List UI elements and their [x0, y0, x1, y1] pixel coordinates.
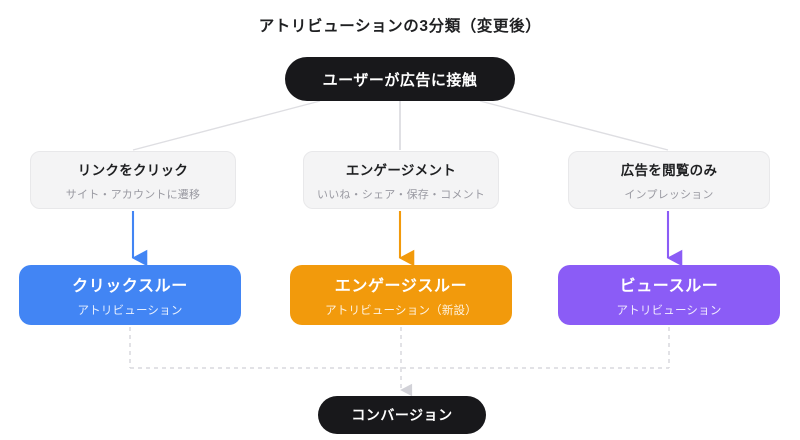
- page-title: アトリビューションの3分類（変更後）: [258, 18, 542, 35]
- node-channel-link-click[interactable]: リンクをクリック サイト・アカウントに遷移: [30, 151, 236, 209]
- node-label: コンバージョン: [351, 407, 453, 423]
- edge-source-to-view: [479, 100, 669, 151]
- node-user-ad-contact[interactable]: ユーザーが広告に接触: [285, 57, 515, 101]
- node-subtitle: いいね・シェア・保存・コメント: [317, 188, 485, 201]
- node-subtitle: アトリビューション: [77, 305, 183, 317]
- node-channel-engagement[interactable]: エンゲージメント いいね・シェア・保存・コメント: [303, 151, 499, 209]
- edge-source-to-click: [132, 100, 321, 151]
- node-conversion[interactable]: コンバージョン: [318, 396, 486, 434]
- node-subtitle: アトリビューション: [616, 305, 722, 317]
- node-engaged-through-attribution[interactable]: エンゲージスルー アトリビューション（新設）: [290, 265, 512, 325]
- node-title: エンゲージスルー: [334, 278, 468, 295]
- node-view-through-attribution[interactable]: ビュースルー アトリビューション: [558, 265, 780, 325]
- node-title: 広告を閲覧のみ: [620, 162, 718, 178]
- node-subtitle: サイト・アカウントに遷移: [65, 188, 201, 201]
- node-title: エンゲージメント: [345, 162, 457, 178]
- node-subtitle: インプレッション: [624, 188, 714, 201]
- node-click-through-attribution[interactable]: クリックスルー アトリビューション: [19, 265, 241, 325]
- node-channel-view-only[interactable]: 広告を閲覧のみ インプレッション: [568, 151, 770, 209]
- node-label: ユーザーが広告に接触: [322, 71, 478, 89]
- node-title: ビュースルー: [619, 278, 719, 295]
- node-title: リンクをクリック: [77, 162, 189, 178]
- node-subtitle: アトリビューション（新設）: [325, 305, 477, 317]
- node-title: クリックスルー: [72, 278, 188, 295]
